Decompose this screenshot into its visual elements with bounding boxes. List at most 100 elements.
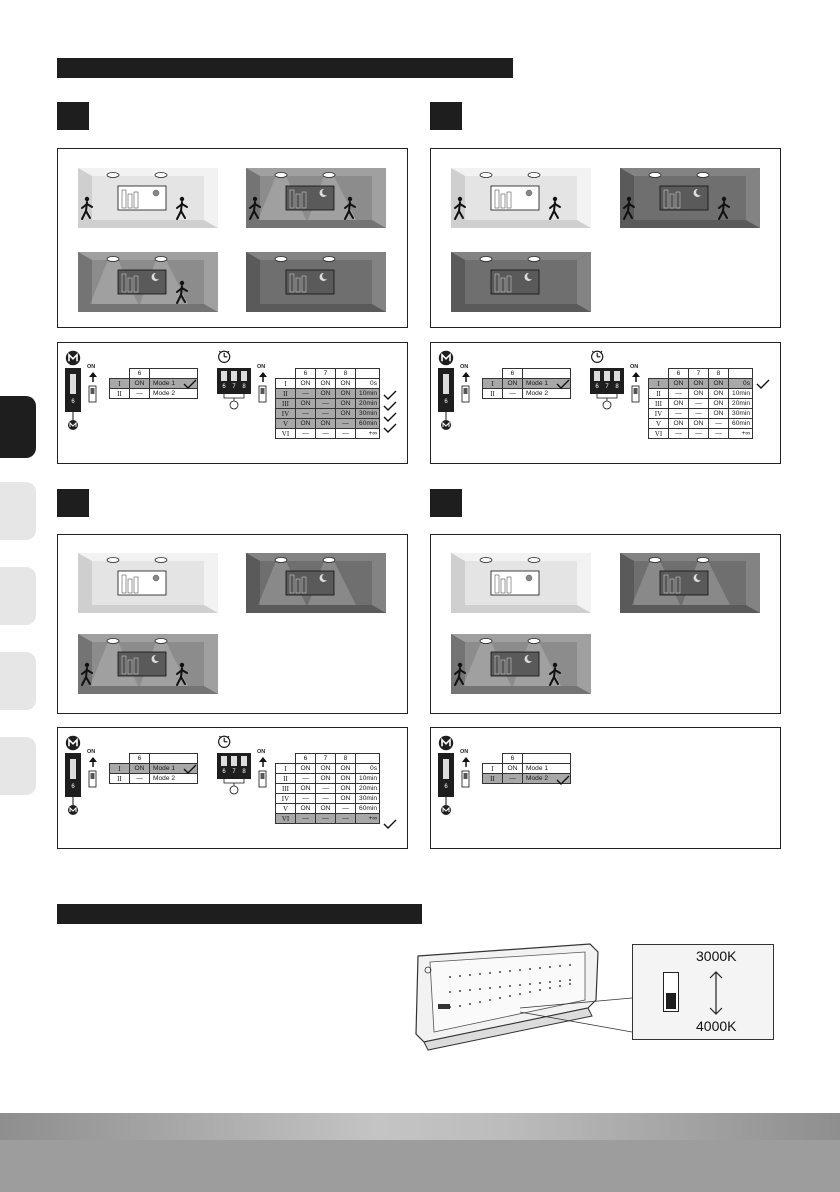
row-time: +∞	[355, 428, 380, 439]
side-tab[interactable]	[0, 567, 36, 625]
mode-m-icon	[438, 735, 454, 751]
row-value: —	[668, 388, 689, 399]
on-label: ON	[87, 364, 96, 370]
side-tab[interactable]	[0, 652, 36, 710]
row-value: ON	[502, 763, 523, 774]
row-value: ON	[708, 398, 729, 409]
on-arrow-switch-icon	[631, 372, 640, 403]
section-title-bar	[57, 58, 513, 78]
row-value: ON	[708, 408, 729, 419]
dip-knob	[231, 371, 237, 381]
check-mark-icon	[183, 764, 197, 774]
room-scene	[620, 168, 760, 228]
dip-switch-6[interactable]: 6	[438, 753, 454, 797]
dip-switch-6[interactable]: 6	[65, 753, 81, 797]
row-roman: I	[109, 763, 130, 774]
row-value: ON	[315, 388, 336, 399]
dip-knob	[443, 759, 449, 779]
side-tab-active[interactable]	[0, 396, 36, 458]
row-value: —	[129, 388, 150, 399]
side-tab[interactable]	[0, 737, 36, 795]
dip-switch-6[interactable]: 6	[65, 368, 81, 412]
row-roman: IV	[275, 793, 296, 804]
mode-m-icon	[438, 350, 454, 366]
row-value: ON	[502, 378, 523, 389]
table-header-blank	[522, 368, 571, 379]
mode-m-icon	[65, 350, 81, 366]
check-mark-icon	[183, 379, 197, 389]
table-header-blank	[149, 753, 198, 764]
row-roman: III	[275, 783, 296, 794]
row-value: ON	[295, 803, 316, 814]
room-scene	[451, 553, 591, 613]
row-value: —	[295, 428, 316, 439]
row-value: ON	[335, 763, 356, 774]
row-roman: V	[648, 418, 669, 429]
row-value: ON	[315, 803, 336, 814]
check-mark-icon	[556, 379, 570, 389]
row-time: 0s	[355, 378, 380, 389]
row-value: —	[335, 418, 356, 429]
row-value: —	[295, 408, 316, 419]
dip-knob	[231, 756, 237, 766]
row-value: ON	[688, 418, 709, 429]
row-value: ON	[295, 783, 316, 794]
room-scene	[451, 168, 591, 228]
row-time: 30min	[355, 408, 380, 419]
row-value: —	[129, 773, 150, 784]
on-label: ON	[87, 749, 96, 755]
row-time: 30min	[728, 408, 753, 419]
row-time: 10min	[355, 773, 380, 784]
row-value: —	[295, 388, 316, 399]
cct-4000k-label: 4000K	[696, 1018, 737, 1034]
row-value: ON	[668, 418, 689, 429]
table-row: II—Mode 2	[109, 388, 198, 399]
dip-number: 7	[232, 384, 236, 390]
table-header-blank	[522, 753, 571, 764]
row-time: 20min	[728, 398, 753, 409]
timer-clock-icon	[218, 735, 231, 748]
table-row: VI———+∞	[648, 428, 753, 439]
room-scene	[246, 252, 386, 312]
row-value: —	[315, 813, 336, 824]
row-roman: V	[275, 803, 296, 814]
row-roman: VI	[275, 428, 296, 439]
table-corner	[275, 368, 296, 379]
row-value: —	[315, 783, 336, 794]
dip-number: 7	[605, 384, 609, 390]
table-header: 6	[295, 368, 316, 379]
row-value: —	[295, 793, 316, 804]
row-mode: Mode 2	[149, 388, 198, 399]
check-mark-icon	[383, 819, 397, 829]
cct-switch[interactable]	[663, 972, 679, 1012]
settings-panel-4	[430, 727, 781, 849]
dip-switch-6[interactable]: 6	[438, 368, 454, 412]
row-value: ON	[708, 388, 729, 399]
row-roman: II	[482, 773, 503, 784]
table-corner	[482, 753, 503, 764]
on-label: ON	[257, 364, 266, 370]
table-header-blank	[355, 753, 380, 764]
double-arrow-icon	[709, 971, 723, 1015]
room-scene	[78, 553, 218, 613]
row-value: —	[335, 428, 356, 439]
row-mode: Mode 2	[522, 773, 571, 784]
table-header: 7	[315, 368, 336, 379]
side-tab[interactable]	[0, 482, 36, 540]
row-value: ON	[295, 418, 316, 429]
timer-bracket-icon	[223, 779, 245, 795]
row-value: —	[315, 408, 336, 419]
dip-number: 6	[222, 769, 226, 775]
